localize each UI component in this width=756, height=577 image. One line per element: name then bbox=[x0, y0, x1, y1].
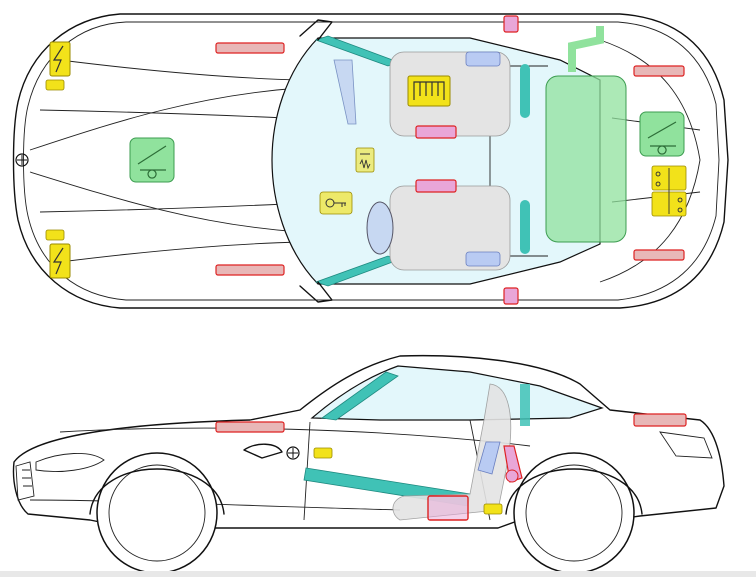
rollover-bar-top-left bbox=[520, 200, 530, 254]
reinforcement-sill-front-right bbox=[215, 42, 285, 54]
side-view bbox=[12, 354, 725, 574]
reinforcement-seat-right bbox=[415, 125, 457, 139]
fuse-box-icon bbox=[413, 81, 445, 100]
hood-release-marker bbox=[129, 137, 175, 183]
fuse-box-marker bbox=[407, 75, 451, 107]
hinge-icon bbox=[655, 168, 683, 214]
fuel-filler-cap bbox=[286, 446, 300, 460]
hood-release-icon bbox=[137, 145, 167, 179]
high-voltage-marker-left bbox=[49, 243, 71, 279]
top-view bbox=[12, 13, 729, 309]
side-airbag-top-right bbox=[465, 51, 501, 67]
dashboard-top bbox=[333, 59, 357, 125]
rear-wheel bbox=[513, 452, 635, 574]
reinforcement-b-pillar-top bbox=[503, 15, 519, 33]
steering-wheel-top bbox=[366, 201, 394, 255]
reinforcement-seat-left bbox=[415, 179, 457, 193]
trunk-release-marker bbox=[639, 111, 685, 157]
taillight-side bbox=[659, 431, 713, 459]
front-emblem-top bbox=[15, 153, 29, 167]
high-voltage-marker-right bbox=[49, 41, 71, 77]
gas-strut-marker-front-right bbox=[45, 79, 65, 91]
reinforcement-rear-side bbox=[633, 413, 687, 427]
bottom-bar bbox=[0, 571, 756, 577]
gas-strut-marker-front-left bbox=[45, 229, 65, 241]
fuel-tank-top bbox=[545, 75, 627, 243]
reinforcement-rear-left bbox=[633, 249, 685, 261]
front-grille-side bbox=[15, 461, 35, 501]
front-wheel bbox=[96, 452, 218, 574]
high-voltage-icon bbox=[52, 45, 64, 73]
gas-strut-marker-side-2 bbox=[483, 503, 503, 515]
gas-spring-marker-top bbox=[355, 147, 375, 173]
side-airbag-side bbox=[477, 441, 501, 475]
rollover-bar-side bbox=[520, 384, 530, 426]
ignition-key-icon bbox=[325, 198, 346, 208]
rollover-bar-top-right bbox=[520, 64, 530, 118]
reinforcement-sill-side bbox=[215, 421, 285, 433]
reinforcement-seat-side bbox=[427, 495, 469, 521]
gas-strut-marker-side-1 bbox=[313, 447, 333, 459]
side-airbag-top-left bbox=[465, 251, 501, 267]
reinforcement-b-pillar-bottom bbox=[503, 287, 519, 305]
trunk-release-icon bbox=[647, 121, 677, 155]
reinforcement-sill-front-left bbox=[215, 264, 285, 276]
a-pillar-reinforcement-side bbox=[320, 371, 399, 421]
reinforcement-rear-right bbox=[633, 65, 685, 77]
car-body-outline-top bbox=[12, 13, 729, 309]
gas-spring-icon bbox=[359, 153, 371, 170]
headlight-side bbox=[35, 452, 105, 472]
car-body-outline-side bbox=[12, 354, 725, 529]
fuel-filler-pipe bbox=[568, 26, 604, 72]
